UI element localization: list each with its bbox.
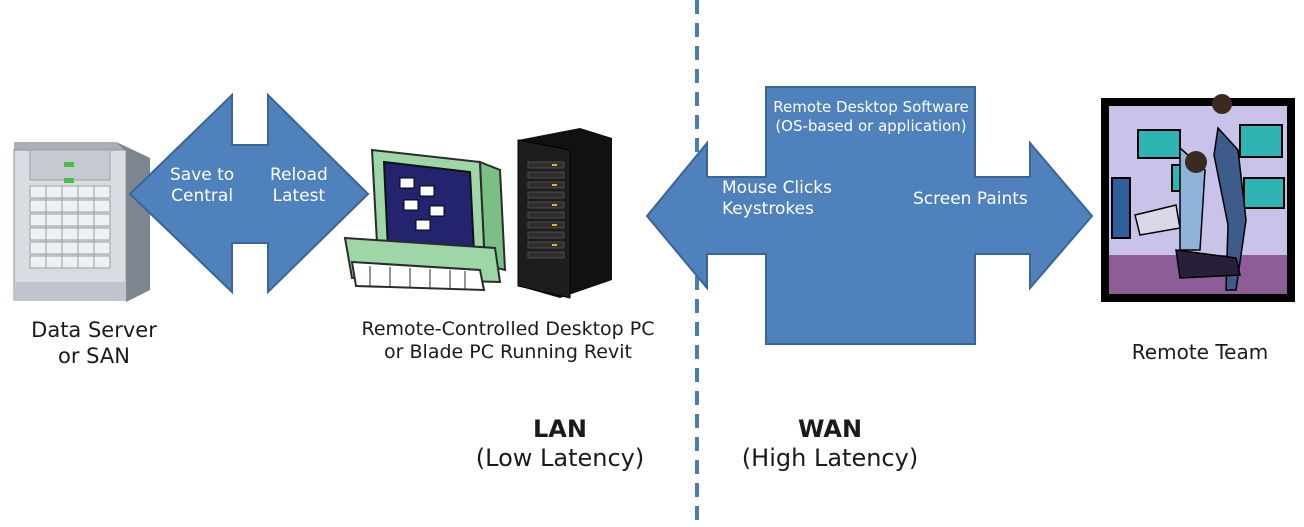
lan-label: LAN (Low Latency) [475,415,645,473]
data-server-caption: Data Server or SAN [31,318,157,368]
wan-label: WAN (High Latency) [741,415,919,473]
remote-software-label: Remote Desktop Software (OS-based or app… [773,98,969,135]
remote-team-caption: Remote Team [1131,340,1269,364]
data-server-icon [13,142,150,302]
remote-desktop-arrow [645,86,1094,345]
reload-latest-label: Reload Latest [270,165,328,207]
save-to-central-label: Save to Central [170,165,235,207]
user-input-label: Mouse Clicks Keystrokes [722,178,832,220]
desktop-pc-icon [343,148,507,292]
desktop-pc-caption: Remote-Controlled Desktop PC or Blade PC… [361,318,655,364]
remote-team-picture [1101,94,1295,302]
blade-server-icon [517,128,612,299]
screen-paints-label: Screen Paints [913,189,1028,209]
lan-sync-arrow [128,92,370,295]
